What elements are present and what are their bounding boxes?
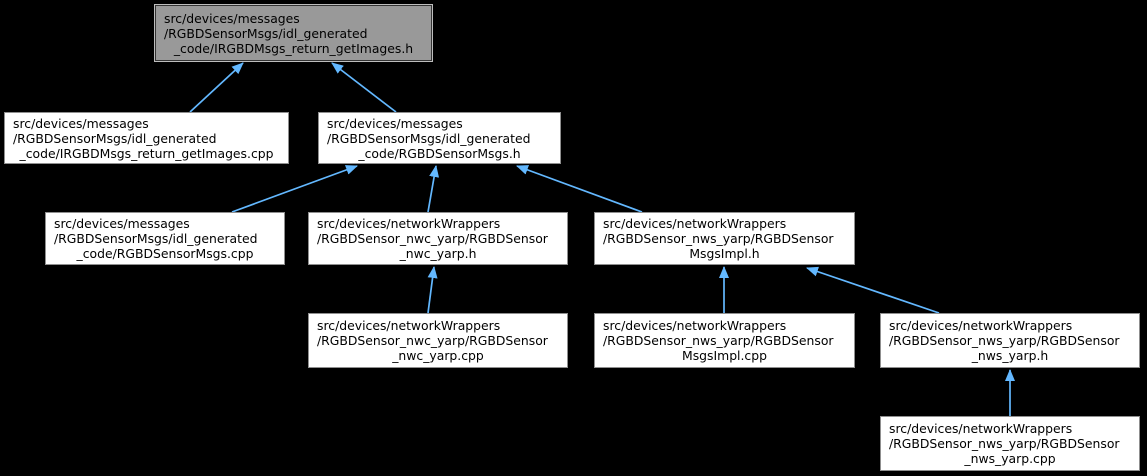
node-label-line: src/devices/networkWrappers (317, 318, 501, 333)
node-label-line: /RGBDSensor_nws_yarp/RGBDSensor (603, 231, 834, 246)
node-label-line: /RGBDSensor_nwc_yarp/RGBDSensor (317, 231, 548, 246)
graph-node-rgbdsensor-nws-yarp-h[interactable]: src/devices/networkWrappers /RGBDSensor_… (880, 313, 1140, 368)
node-label-line: /RGBDSensor_nwc_yarp/RGBDSensor (317, 333, 548, 348)
node-label-line: /RGBDSensorMsgs/idl_generated (13, 130, 217, 146)
graph-node-rgbdsensormsgs-h[interactable]: src/devices/messages /RGBDSensorMsgs/idl… (318, 112, 561, 164)
node-label-line: src/devices/networkWrappers (603, 318, 787, 333)
node-label-line: /RGBDSensor_nws_yarp/RGBDSensor (889, 333, 1120, 348)
node-label-line: /RGBDSensorMsgs/idl_generated (54, 231, 258, 246)
edge-msgsimpl-h-to-msgs-h (516, 165, 643, 213)
node-label-line: src/devices/networkWrappers (889, 318, 1073, 333)
graph-node-rgbdsensormsgsimpl-h[interactable]: src/devices/networkWrappers /RGBDSensor_… (594, 212, 855, 265)
node-label-line: /RGBDSensor_nws_yarp/RGBDSensor (603, 333, 834, 348)
graph-node-rgbdsensor-nwc-yarp-h[interactable]: src/devices/networkWrappers /RGBDSensor_… (308, 212, 568, 265)
edge-rgbdsensormsgs-h-to-root (331, 62, 397, 113)
node-label-line: _nwc_yarp.cpp (392, 348, 484, 363)
graph-node-rgbdsensormsgs-cpp[interactable]: src/devices/messages /RGBDSensorMsgs/idl… (45, 212, 285, 265)
edge-nwc-yarp-h-to-msgs-h (427, 165, 440, 213)
node-label-line: src/devices/messages (164, 10, 300, 26)
graph-node-rgbdsensor-nwc-yarp-cpp[interactable]: src/devices/networkWrappers /RGBDSensor_… (308, 313, 568, 368)
node-label-line: MsgsImpl.cpp (682, 348, 767, 363)
node-label-line: _code/RGBDSensorMsgs.h (358, 145, 521, 161)
node-label-line: src/devices/networkWrappers (603, 216, 787, 231)
node-label-line: src/devices/messages (327, 115, 463, 131)
graph-node-rgbdsensor-nws-yarp-cpp[interactable]: src/devices/networkWrappers /RGBDSensor_… (880, 416, 1140, 471)
edge-irgbdmsgs-cpp-to-h (189, 62, 244, 113)
node-label-line: src/devices/networkWrappers (317, 216, 501, 231)
edge-nws-yarp-h-to-msgsimpl-h (806, 266, 940, 314)
node-label-line: _nwc_yarp.h (399, 246, 477, 261)
node-label-line: /RGBDSensor_nws_yarp/RGBDSensor (889, 436, 1120, 451)
node-label-line: src/devices/messages (13, 115, 149, 131)
node-label-line: _nws_yarp.cpp (964, 451, 1056, 466)
node-label-line: src/devices/networkWrappers (889, 421, 1073, 436)
node-label-line: _code/IRGBDMsgs_return_getImages.cpp (19, 145, 274, 161)
node-label-line: /RGBDSensorMsgs/idl_generated (164, 25, 368, 41)
edge-nwc-yarp-cpp-to-h (427, 266, 438, 314)
node-label-line: _code/RGBDSensorMsgs.cpp (76, 246, 254, 261)
node-label-line: _nws_yarp.h (971, 348, 1049, 363)
node-label-line: MsgsImpl.h (689, 246, 760, 261)
graph-node-irgbdmsgs-return-getimages-h[interactable]: src/devices/messages /RGBDSensorMsgs/idl… (155, 5, 432, 61)
graph-node-rgbdsensormsgsimpl-cpp[interactable]: src/devices/networkWrappers /RGBDSensor_… (594, 313, 855, 368)
graph-node-irgbdmsgs-return-getimages-cpp[interactable]: src/devices/messages /RGBDSensorMsgs/idl… (4, 112, 289, 164)
edge-rgbdsensormsgs-cpp-to-h (231, 165, 358, 213)
node-label-line: _code/IRGBDMsgs_return_getImages.h (173, 40, 414, 56)
node-label-line: src/devices/messages (54, 216, 190, 231)
node-label-line: /RGBDSensorMsgs/idl_generated (327, 130, 531, 146)
